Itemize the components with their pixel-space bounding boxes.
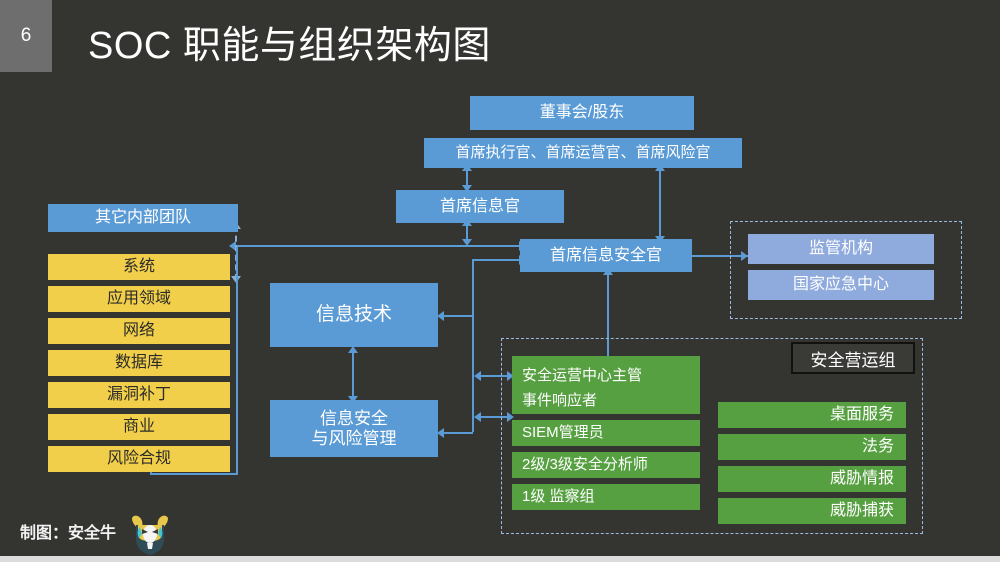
arrow-right-soc-responder [507,412,514,422]
internal-team-item[interactable]: 漏洞补丁 [48,382,230,408]
connector-internal-teams-spine [236,247,238,475]
soc-core-item[interactable]: SIEM管理员 [512,420,700,446]
internal-team-item[interactable]: 风险合规 [48,446,230,472]
slide-bottom-bar [0,556,1000,562]
soc-support-item[interactable]: 桌面服务 [718,402,906,428]
arrow-down-csuite-cio [462,185,472,192]
node-ciso[interactable]: 首席信息安全官 [520,239,692,272]
external-org-item[interactable]: 国家应急中心 [748,270,934,300]
connector-soc-lead-in [480,375,512,377]
connector-ciso-down-spine [472,259,474,432]
node-internal-teams-header[interactable]: 其它内部团队 [48,204,238,232]
node-infosec-risk-management[interactable]: 信息安全 与风险管理 [270,400,438,457]
arrow-left-internal-teams [229,241,236,251]
soc-group-container [501,338,923,534]
external-group-container [730,221,962,319]
connector-soc-responder-in [480,416,512,418]
connector-ciso-spine-top [472,259,519,261]
node-c-suite[interactable]: 首席执行官、首席运营官、首席风险官 [424,138,742,168]
soc-core-item[interactable]: 2级/3级安全分析师 [512,452,700,478]
arrow-right-soc-lead [507,371,514,381]
credit-text: 制图：安全牛 [20,525,117,542]
internal-team-item[interactable]: 数据库 [48,350,230,376]
connector-spine-it [444,315,473,317]
internal-team-item[interactable]: 系统 [48,254,230,280]
infosec-line-2: 与风险管理 [311,428,397,448]
internal-team-item[interactable]: 应用领域 [48,286,230,312]
soc-group-label: 安全营运组 [791,342,915,374]
node-board[interactable]: 董事会/股东 [470,96,694,130]
external-org-item[interactable]: 监管机构 [748,234,934,264]
arrow-left-soc-responder [474,412,481,422]
connector-it-infosec [352,350,354,400]
arrow-up-infosec-it [348,346,358,353]
connector-csuite-cio [466,167,468,189]
connector-spine-infosec [444,432,473,434]
connector-ciso-soc [607,272,609,364]
node-cio[interactable]: 首席信息官 [396,190,564,223]
node-information-technology[interactable]: 信息技术 [270,283,438,347]
internal-team-item[interactable]: 网络 [48,318,230,344]
connector-cio-ciso [466,223,468,243]
connector-internal-teams-bottom [150,473,238,475]
page-title: SOC 职能与组织架构图 [88,25,491,67]
arrow-left-soc-lead [474,371,481,381]
bull-mascot-icon [128,512,172,556]
arrow-right-external [741,251,748,261]
infosec-line-1: 信息安全 [320,409,388,429]
soc-support-item[interactable]: 法务 [718,434,906,460]
arrow-left-infosec [437,428,444,438]
soc-core-item[interactable]: 1级 监察组 [512,484,700,510]
connector-csuite-ciso [659,167,661,241]
connector-ciso-external [692,255,748,257]
arrow-left-it [437,311,444,321]
arrow-down-it-infosec [348,396,358,403]
page-number: 6 [20,25,32,46]
internal-team-item[interactable]: 商业 [48,414,230,440]
connector-ciso-internal-teams [236,245,526,247]
soc-core-item[interactable]: 事件响应者 [512,388,700,414]
soc-support-item[interactable]: 威胁捕获 [718,498,906,524]
arrow-down-cio-ciso [462,239,472,246]
soc-support-item[interactable]: 威胁情报 [718,466,906,492]
page-number-chip [0,0,52,72]
